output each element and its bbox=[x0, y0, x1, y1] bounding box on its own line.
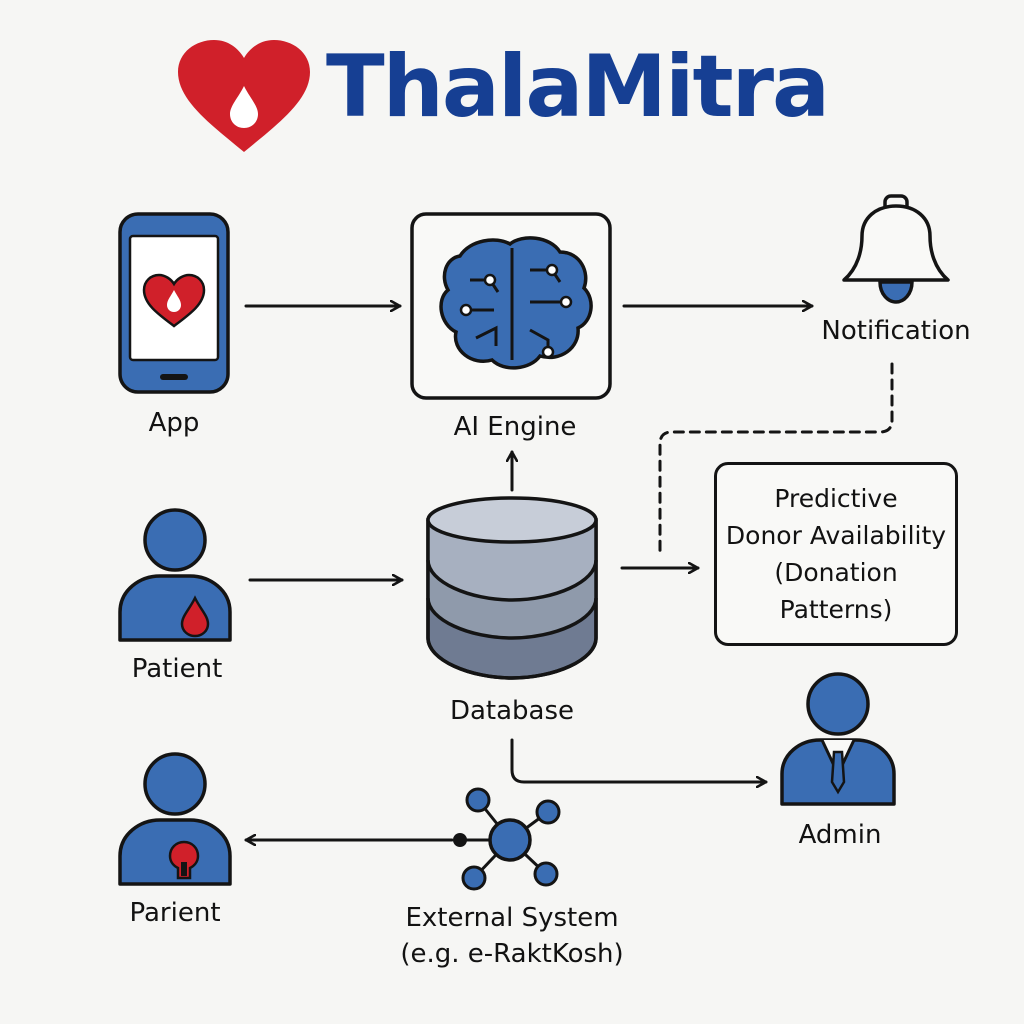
external-system-label: External System (e.g. e-RaktKosh) bbox=[400, 900, 623, 972]
admin-label: Admin bbox=[798, 820, 882, 850]
network-hub-icon bbox=[453, 787, 561, 891]
parient-person-icon bbox=[118, 752, 232, 886]
predictive-line-3: (Donation bbox=[774, 558, 898, 587]
admin-person-icon bbox=[780, 672, 896, 806]
predictive-node: Predictive Donor Availability (Donation … bbox=[714, 462, 958, 646]
ai-engine-label: AI Engine bbox=[453, 412, 577, 442]
dashed-notification-to-predictive bbox=[658, 362, 894, 554]
parient-label: Parient bbox=[129, 898, 221, 928]
notification-label: Notification bbox=[821, 316, 971, 346]
external-line-1: External System bbox=[405, 903, 619, 933]
external-line-2: (e.g. e-RaktKosh) bbox=[400, 939, 624, 969]
brain-icon bbox=[439, 236, 593, 370]
database-label: Database bbox=[449, 696, 575, 726]
brand-title: ThalaMitra bbox=[326, 37, 830, 137]
patient-label: Patient bbox=[131, 654, 223, 684]
app-label: App bbox=[148, 408, 200, 438]
ai-engine-node bbox=[410, 212, 612, 400]
patient-person-icon bbox=[118, 508, 232, 642]
phone-icon bbox=[118, 212, 230, 394]
predictive-line-1: Predictive bbox=[774, 484, 898, 513]
bell-icon bbox=[842, 194, 950, 304]
predictive-line-2: Donor Availability bbox=[725, 521, 947, 550]
logo-heart-icon bbox=[178, 40, 310, 152]
database-icon bbox=[426, 496, 598, 680]
predictive-line-4: Patterns) bbox=[779, 595, 893, 624]
arrow-db-to-admin bbox=[510, 738, 768, 782]
